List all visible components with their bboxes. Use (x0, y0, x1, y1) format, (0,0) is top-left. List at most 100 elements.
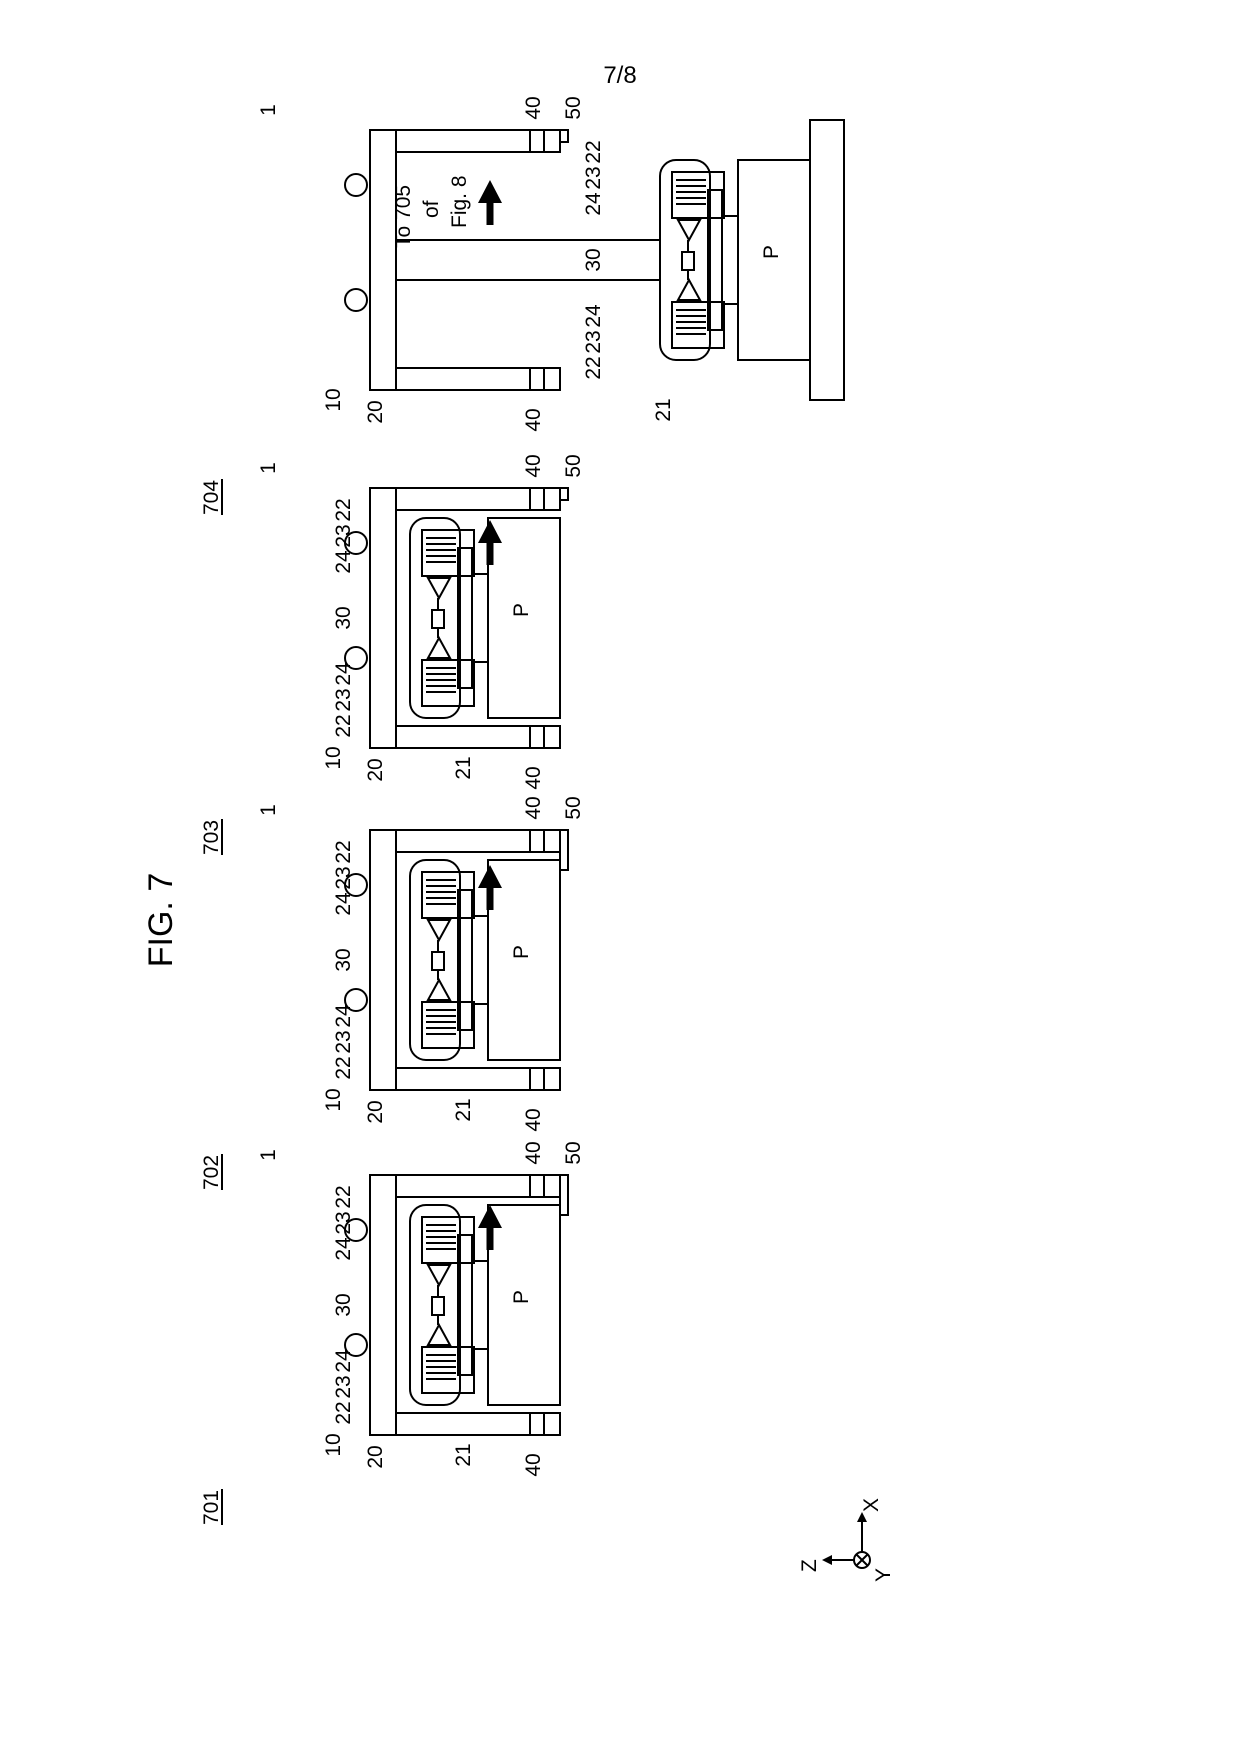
jaw-block-22 (421, 1216, 475, 1264)
label-10: 10 (322, 746, 345, 769)
label-device-1: 1 (257, 804, 280, 816)
label-P: P (760, 245, 783, 259)
label-23b: 23 (582, 166, 605, 189)
jaw-block-22 (421, 529, 475, 577)
label-P: P (510, 603, 533, 617)
label-21: 21 (452, 1443, 475, 1466)
pillar-40-b (529, 725, 545, 749)
label-50: 50 (562, 796, 585, 819)
label-20: 20 (364, 1100, 387, 1123)
package-P (487, 1204, 561, 1406)
axis-x-label: X (860, 1498, 883, 1512)
label-50: 50 (562, 96, 585, 119)
gripper-20 (409, 517, 489, 719)
housing-10-top-plate (369, 1174, 397, 1436)
housing-10-arm-a (395, 829, 561, 853)
label-21: 21 (652, 398, 675, 421)
figure-title: FIG. 7 (142, 873, 180, 967)
label-P: P (510, 945, 533, 959)
claw-24 (426, 1322, 452, 1346)
roller-icon (344, 173, 368, 197)
label-20: 20 (364, 1445, 387, 1468)
label-23: 23 (582, 330, 605, 353)
neck (471, 1260, 489, 1350)
svg-text:704: 704 (200, 480, 223, 515)
housing-10-arm-a (395, 487, 561, 511)
label-23: 23 (332, 688, 355, 711)
page-number: 7/8 (603, 62, 637, 89)
step-arrow-2 (478, 865, 502, 910)
sensor-50 (559, 1174, 569, 1216)
housing-10-top-plate (369, 129, 397, 391)
label-10: 10 (322, 1088, 345, 1111)
claw-24 (426, 1264, 452, 1288)
jaw-block-22 (671, 171, 725, 219)
claw-24 (676, 277, 702, 301)
stage-platform (809, 119, 845, 401)
label-50: 50 (562, 454, 585, 477)
housing-10-arm-b (395, 1412, 561, 1436)
step-ref-701: 701 (200, 1489, 223, 1525)
label-24b: 24 (332, 550, 355, 574)
label-23b: 23 (332, 1211, 355, 1234)
roller-icon (344, 1333, 368, 1357)
roller-icon (344, 1218, 368, 1242)
housing-10-arm-b (395, 1067, 561, 1091)
label-10: 10 (322, 1433, 345, 1456)
housing-10-arm-b (395, 367, 561, 391)
label-21: 21 (452, 756, 475, 779)
svg-text:702: 702 (200, 1155, 223, 1190)
actuator-30 (431, 609, 445, 629)
neck (721, 215, 739, 305)
pillar-40-a (529, 487, 545, 511)
step-ref-704: 704 (200, 479, 223, 515)
label-24: 24 (332, 1004, 355, 1028)
label-40-b: 40 (522, 96, 545, 119)
pillar-40-b (529, 367, 545, 391)
label-24b: 24 (582, 192, 605, 216)
step-arrow-1 (478, 1205, 502, 1250)
label-30: 30 (332, 1293, 355, 1316)
step-ref-703: 703 (200, 819, 223, 855)
claw-24 (426, 577, 452, 601)
capsule-21 (409, 517, 461, 719)
label-device-1: 1 (257, 1149, 280, 1161)
gripper-20 (409, 859, 489, 1061)
label-22: 22 (332, 714, 355, 737)
roller-icon (344, 988, 368, 1012)
roller-icon (344, 288, 368, 312)
label-20: 20 (364, 758, 387, 781)
label-22b: 22 (332, 498, 355, 521)
label-40-b: 40 (522, 796, 545, 819)
claw-24 (426, 919, 452, 943)
jaw-block-22 (421, 1346, 475, 1394)
label-24b: 24 (332, 1237, 355, 1261)
roller-icon (344, 873, 368, 897)
neck (471, 915, 489, 1005)
axis-y-label: Y (872, 1568, 895, 1582)
actuator-30 (681, 251, 695, 271)
step-arrow-3 (478, 520, 502, 565)
actuator-30 (431, 951, 445, 971)
housing-10-arm-a (395, 129, 561, 153)
jaw-block-22 (421, 659, 475, 707)
label-40-b: 40 (522, 1141, 545, 1164)
claw-24 (426, 635, 452, 659)
neck (471, 573, 489, 663)
label-22: 22 (582, 356, 605, 379)
label-40-a: 40 (522, 1108, 545, 1131)
svg-text:703: 703 (200, 820, 223, 855)
label-40-b: 40 (522, 454, 545, 477)
label-23: 23 (332, 1375, 355, 1398)
jaw-block-22 (671, 301, 725, 349)
capsule-21 (409, 859, 461, 1061)
label-40-a: 40 (522, 1453, 545, 1476)
gripper-20 (659, 159, 739, 361)
capsule-21 (659, 159, 711, 361)
claw-24 (426, 977, 452, 1001)
label-22b: 22 (332, 840, 355, 863)
label-20: 20 (364, 400, 387, 423)
